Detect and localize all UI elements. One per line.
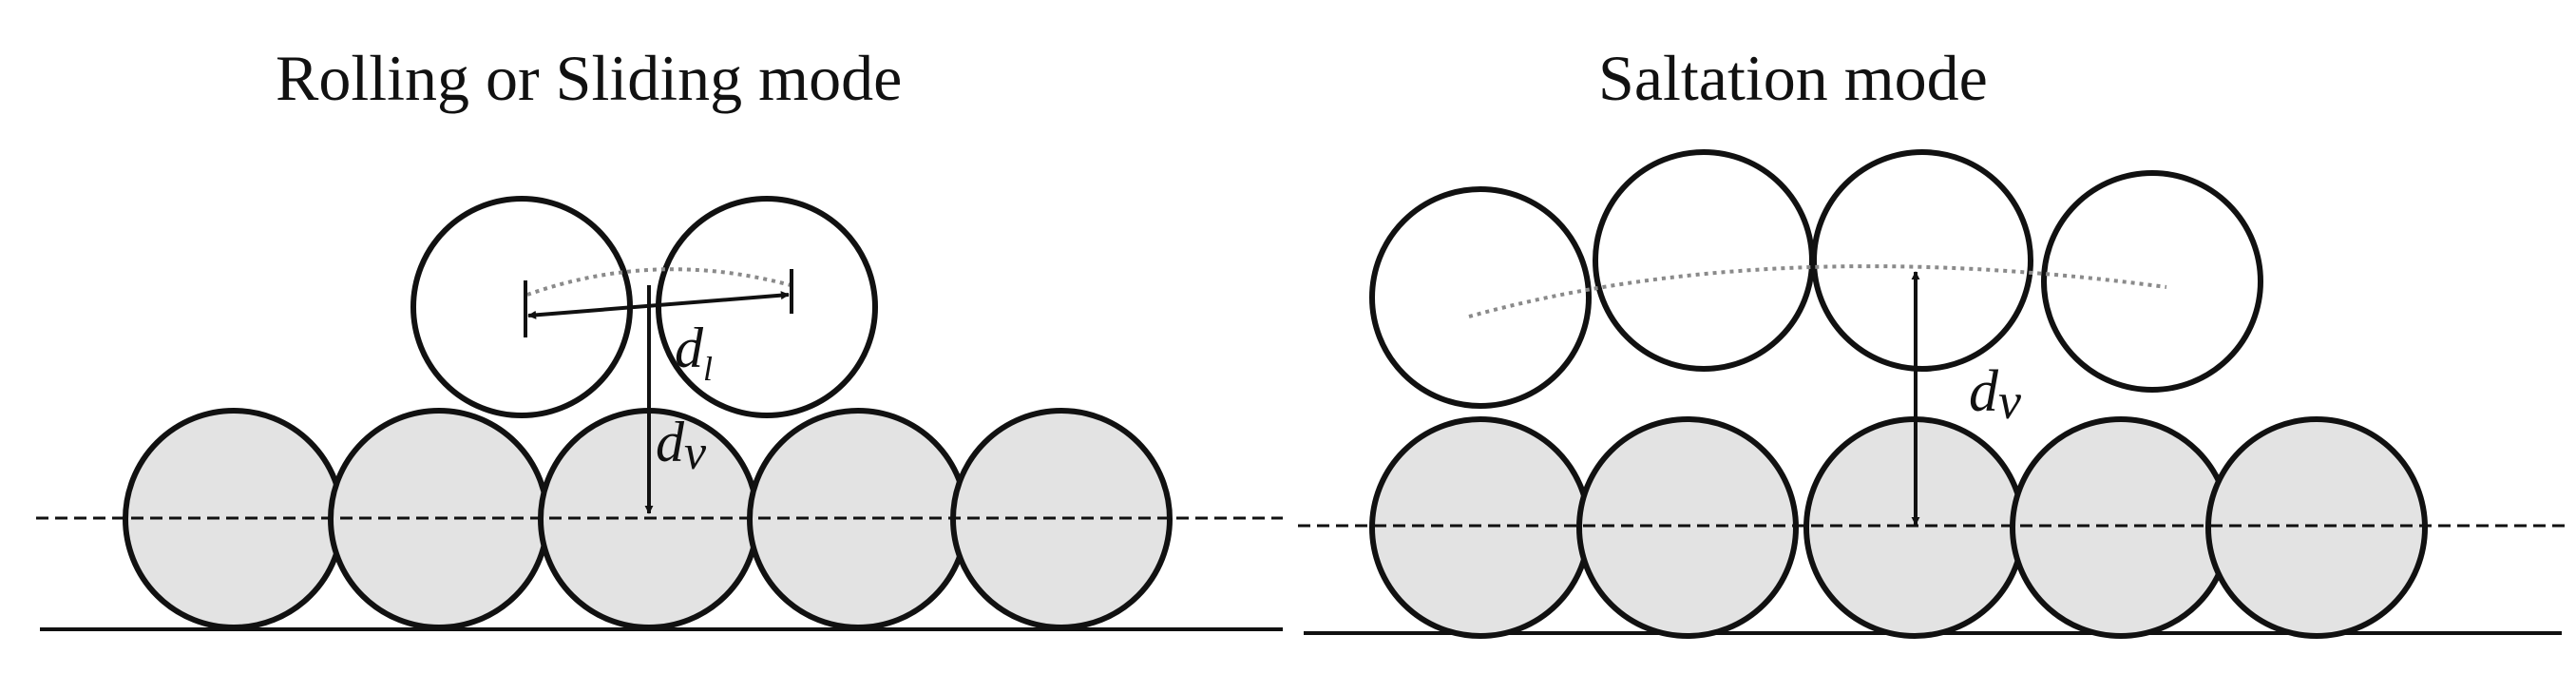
bed-particle: [1369, 416, 1592, 639]
rolling-sliding-title: Rolling or Sliding mode: [276, 42, 903, 114]
bed-particle: [1576, 416, 1799, 639]
saltating-particle: [1369, 186, 1592, 409]
saltating-particle: [1811, 149, 2033, 372]
moving-particle: [656, 196, 878, 418]
bed-particle: [2010, 416, 2232, 639]
saltation-diagram: dv: [1298, 149, 2566, 639]
lateral-distance-label: dl: [675, 317, 713, 388]
saltation-title: Saltation mode: [1598, 42, 1988, 114]
vertical-distance-label: dv: [656, 411, 707, 480]
saltating-particle: [1593, 149, 1815, 372]
moving-particle: [410, 196, 633, 418]
vertical-distance-label: dv: [1969, 359, 2021, 430]
rolling-sliding-panel: Rolling or Sliding mode: [36, 42, 1283, 631]
bed-particle: [2205, 416, 2428, 639]
saltation-panel: Saltation mode: [1292, 0, 2576, 693]
lateral-distance-arrow: [527, 291, 790, 319]
bed-particle: [950, 408, 1173, 630]
trajectory-arc: [526, 267, 792, 297]
rolling-sliding-diagram: dl dv: [36, 196, 1283, 631]
trajectory-arc: [1468, 264, 2167, 318]
saltating-particle: [2041, 170, 2263, 393]
